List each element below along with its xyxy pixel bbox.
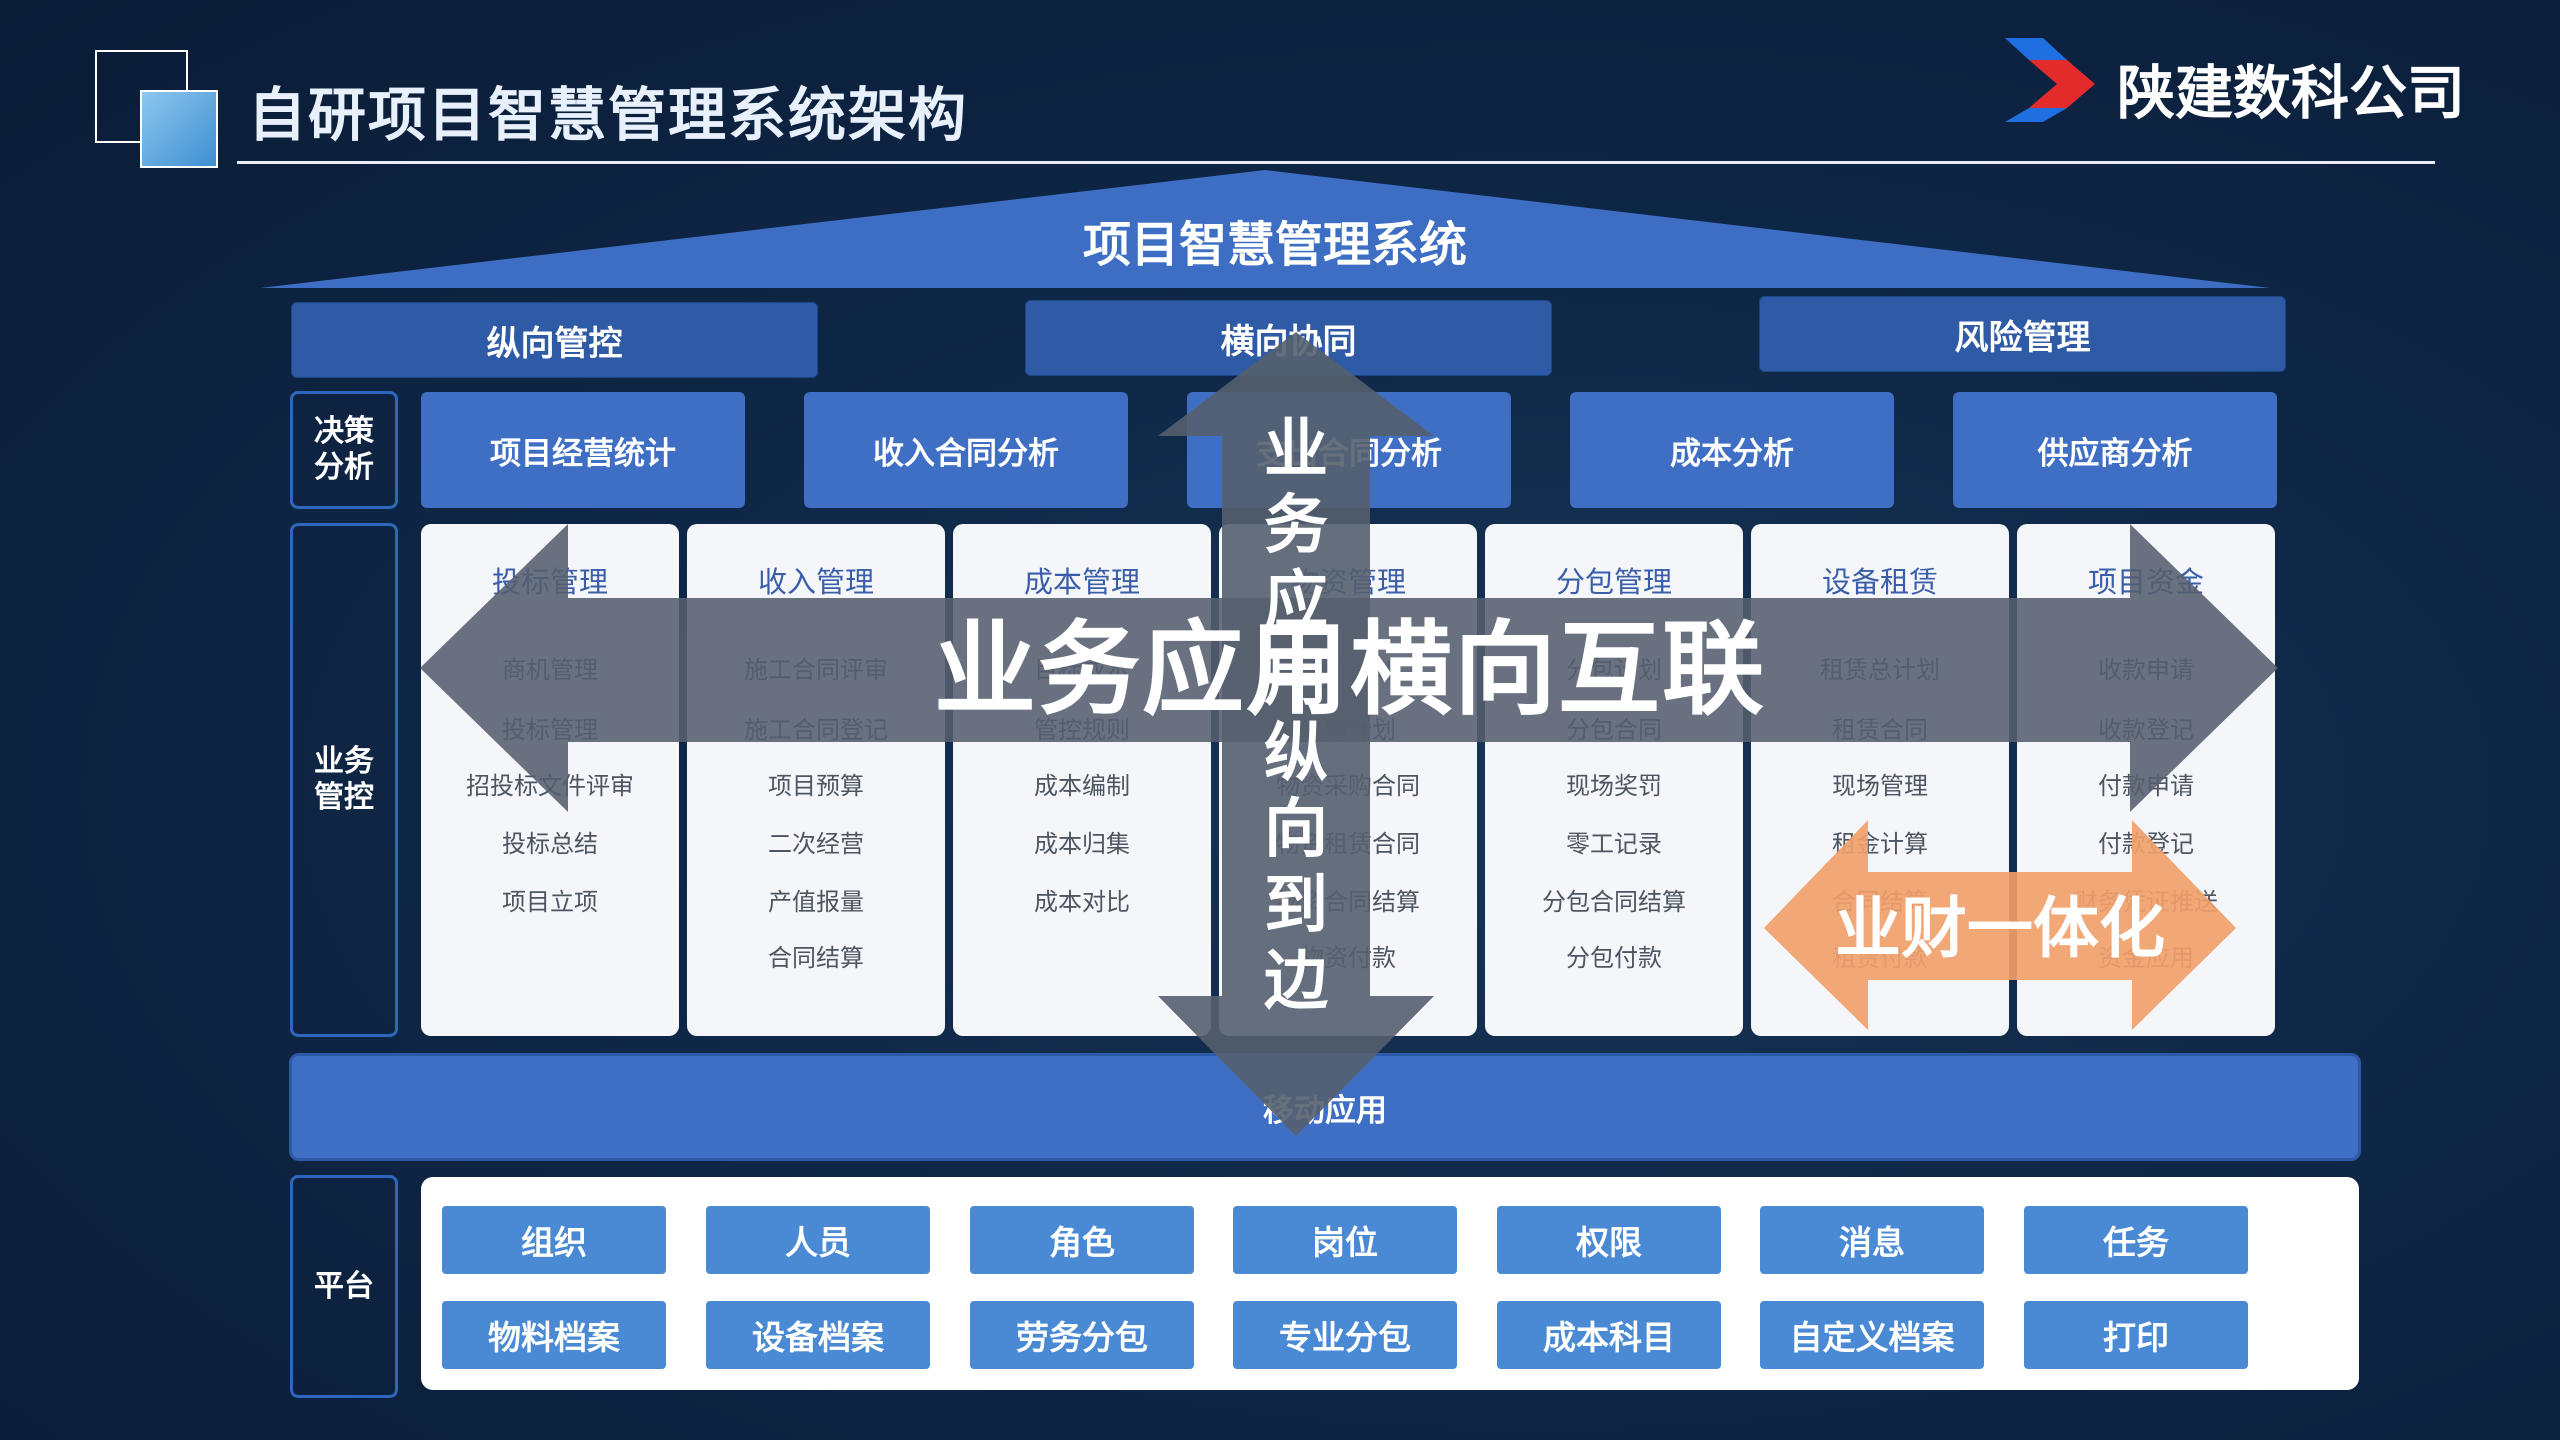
side-label-business-text: 业务管控 bbox=[314, 744, 374, 815]
module-item[interactable]: 租金计算 bbox=[1832, 830, 1928, 858]
category-risk-management: 风险管理 bbox=[1759, 296, 2286, 372]
decision-item[interactable]: 供应商分析 bbox=[1953, 392, 2277, 508]
module-item[interactable]: 现场管理 bbox=[1832, 772, 1928, 800]
side-label-business: 业务管控 bbox=[290, 523, 398, 1037]
module-title[interactable]: 项目资金 bbox=[2087, 565, 2204, 599]
platform-button[interactable]: 岗位 bbox=[1233, 1206, 1457, 1274]
module-title[interactable]: 设备租赁 bbox=[1821, 565, 1938, 599]
module-item[interactable]: 二次经营 bbox=[768, 830, 864, 858]
decision-item[interactable]: 成本分析 bbox=[1570, 392, 1894, 508]
platform-button[interactable]: 设备档案 bbox=[706, 1301, 930, 1369]
platform-button[interactable]: 成本科目 bbox=[1497, 1301, 1721, 1369]
module-item[interactable]: 现场奖罚 bbox=[1566, 772, 1662, 800]
category-vertical-control: 纵向管控 bbox=[291, 302, 818, 378]
platform-button[interactable]: 消息 bbox=[1760, 1206, 1984, 1274]
platform-button[interactable]: 劳务分包 bbox=[970, 1301, 1194, 1369]
side-label-decision: 决策分析 bbox=[290, 391, 398, 509]
module-item[interactable]: 付款登记 bbox=[2098, 830, 2194, 858]
module-item[interactable]: 项目立项 bbox=[502, 888, 598, 916]
side-label-platform-text: 平台 bbox=[314, 1268, 374, 1304]
module-card: 分包管理分包计划分包合同现场奖罚零工记录分包合同结算分包付款 bbox=[1485, 524, 1743, 1036]
side-label-platform: 平台 bbox=[290, 1175, 398, 1398]
platform-button[interactable]: 任务 bbox=[2024, 1206, 2248, 1274]
system-roof bbox=[260, 170, 2270, 288]
module-title[interactable]: 成本管理 bbox=[1023, 565, 1140, 599]
module-item[interactable]: 产值报量 bbox=[768, 888, 864, 916]
module-card: 收入管理施工合同评审施工合同登记项目预算二次经营产值报量合同结算 bbox=[687, 524, 945, 1036]
module-item[interactable]: 零工记录 bbox=[1566, 830, 1662, 858]
category-horizontal-collab: 横向协同 bbox=[1025, 300, 1552, 376]
module-item[interactable]: 投标管理 bbox=[502, 716, 598, 744]
platform-button[interactable]: 专业分包 bbox=[1233, 1301, 1457, 1369]
vertical-reach-label: 业务应用纵向到边 bbox=[1264, 413, 1328, 1019]
horizontal-interconnect-label: 业务应用横向互联 bbox=[934, 611, 1766, 730]
platform-button[interactable]: 权限 bbox=[1497, 1206, 1721, 1274]
module-item[interactable]: 成本归集 bbox=[1034, 830, 1130, 858]
company-name: 陕建数科公司 bbox=[2117, 59, 2466, 127]
page-title: 自研项目智慧管理系统架构 bbox=[248, 81, 969, 149]
module-item[interactable]: 成本编制 bbox=[1034, 772, 1130, 800]
mobile-app-bar[interactable]: 移动应用 bbox=[289, 1053, 2361, 1161]
module-item[interactable]: 收款申请 bbox=[2098, 656, 2194, 684]
platform-button[interactable]: 人员 bbox=[706, 1206, 930, 1274]
module-card: 投标管理商机管理投标管理招投标文件评审投标总结项目立项 bbox=[421, 524, 679, 1036]
decision-item[interactable]: 收入合同分析 bbox=[804, 392, 1128, 508]
platform-button[interactable]: 角色 bbox=[970, 1206, 1194, 1274]
company-logo-icon bbox=[2005, 38, 2095, 122]
platform-button[interactable]: 组织 bbox=[442, 1206, 666, 1274]
header-logo-square bbox=[140, 90, 218, 168]
title-divider bbox=[237, 161, 2435, 164]
module-title[interactable]: 投标管理 bbox=[491, 565, 608, 599]
module-item[interactable]: 付款申请 bbox=[2098, 772, 2194, 800]
decision-item[interactable]: 支出合同分析 bbox=[1187, 392, 1511, 508]
module-item[interactable]: 投标总结 bbox=[502, 830, 598, 858]
module-item[interactable]: 合同结算 bbox=[768, 944, 864, 972]
module-item[interactable]: 分包付款 bbox=[1566, 944, 1662, 972]
platform-button[interactable]: 自定义档案 bbox=[1760, 1301, 1984, 1369]
side-label-decision-text: 决策分析 bbox=[314, 414, 374, 485]
finance-integration-label: 业财一体化 bbox=[1835, 890, 2165, 967]
module-title[interactable]: 收入管理 bbox=[757, 565, 874, 599]
module-card: 成本管理目标成本管控规则成本编制成本归集成本对比 bbox=[953, 524, 1211, 1036]
decision-item[interactable]: 项目经营统计 bbox=[421, 392, 745, 508]
platform-button[interactable]: 物料档案 bbox=[442, 1301, 666, 1369]
module-item[interactable]: 分包合同结算 bbox=[1542, 888, 1686, 916]
module-item[interactable]: 招投标文件评审 bbox=[466, 772, 634, 800]
module-item[interactable]: 收款登记 bbox=[2098, 716, 2194, 744]
platform-button[interactable]: 打印 bbox=[2024, 1301, 2248, 1369]
module-item[interactable]: 商机管理 bbox=[502, 656, 598, 684]
module-title[interactable]: 分包管理 bbox=[1555, 565, 1672, 599]
module-item[interactable]: 成本对比 bbox=[1034, 888, 1130, 916]
system-title: 项目智慧管理系统 bbox=[1082, 217, 1467, 273]
module-item[interactable]: 项目预算 bbox=[768, 772, 864, 800]
